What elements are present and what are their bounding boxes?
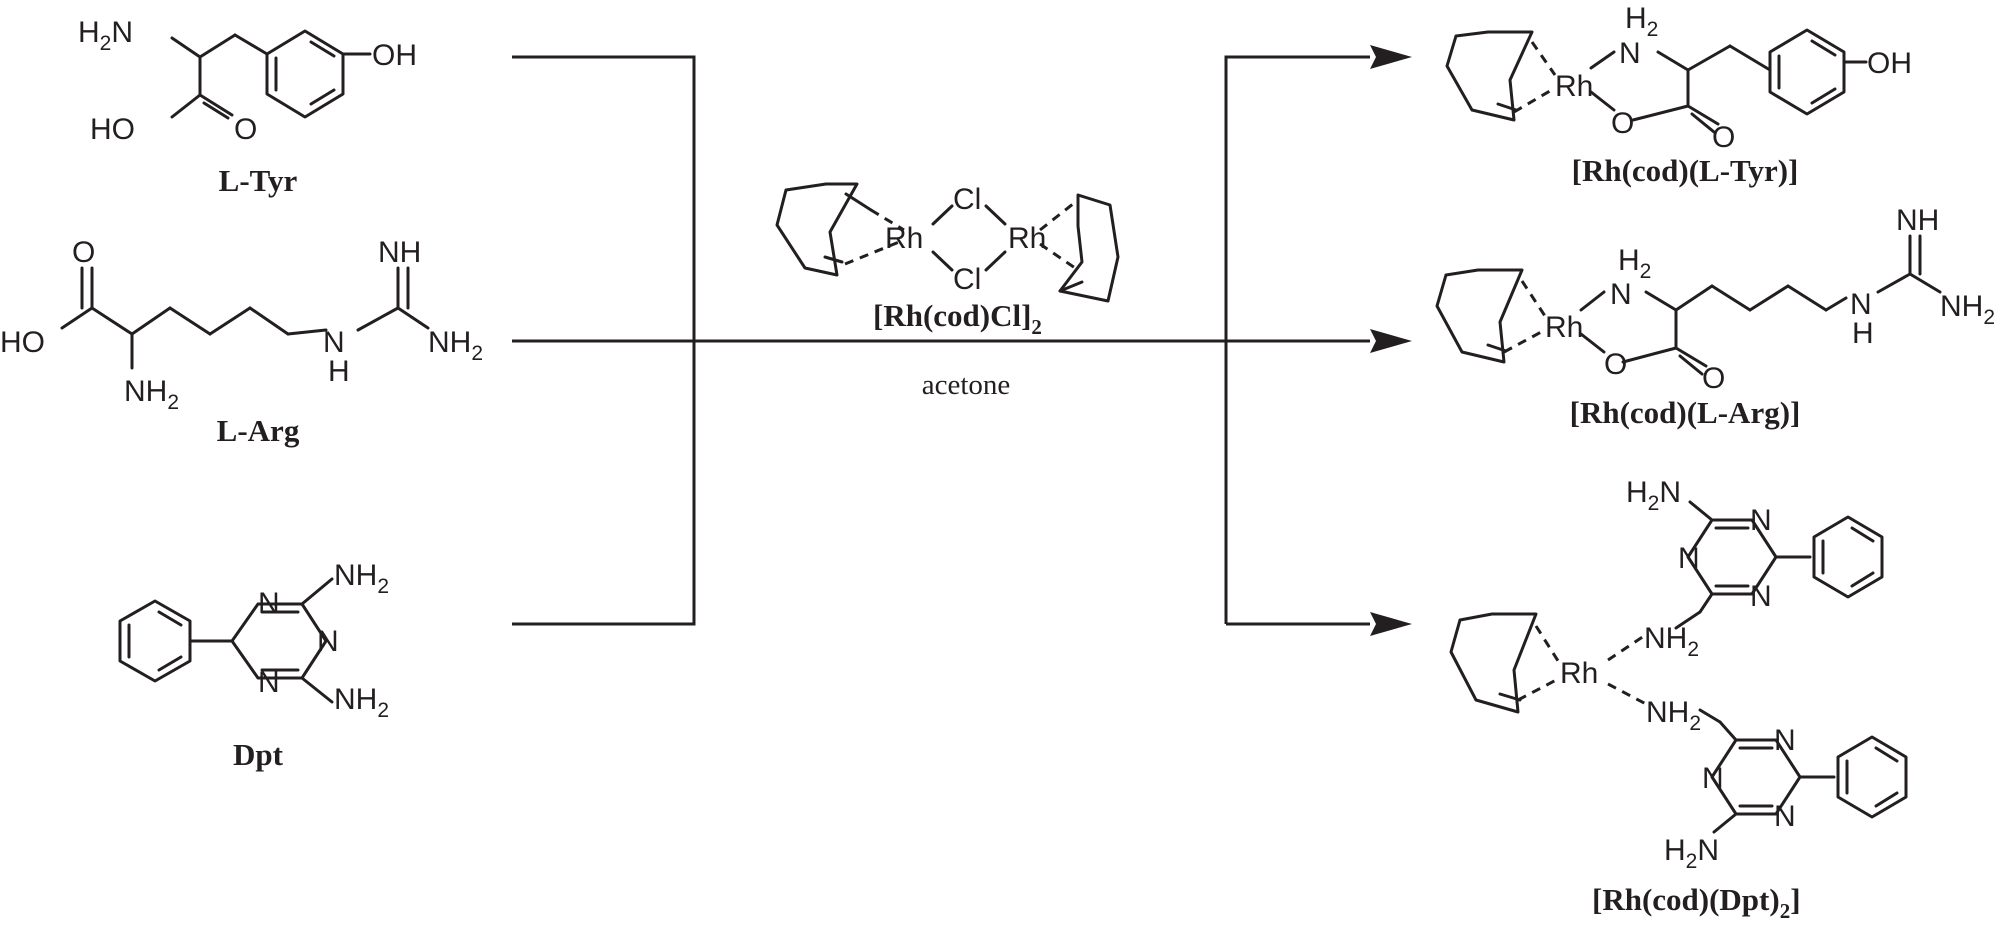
- atom-h2: H2: [1618, 244, 1651, 283]
- atom-nh2: NH2: [1940, 290, 1995, 329]
- atom-o: O: [1702, 362, 1725, 395]
- atom-n: N: [258, 587, 280, 620]
- atom-n: N: [1850, 288, 1872, 321]
- product-rh-cod-l-tyr-structure: Rh H2 N O O OH: [1445, 2, 1912, 154]
- atom-rh: Rh: [1008, 222, 1046, 255]
- reaction-connectors: [512, 55, 1370, 626]
- atom-o: O: [72, 236, 95, 269]
- atom-rh: Rh: [885, 222, 923, 255]
- atom-n: N: [1619, 37, 1641, 70]
- atom-nh: NH: [378, 236, 421, 269]
- reagent-rh-cod-cl-dimer: Rh Cl Cl Rh: [775, 182, 1120, 303]
- atom-h2n: H2N: [1626, 476, 1681, 515]
- label-l-tyr: L-Tyr: [219, 163, 298, 198]
- atom-o: O: [1604, 348, 1627, 381]
- atom-nh2: NH2: [124, 375, 179, 414]
- atom-o: O: [1611, 107, 1634, 140]
- atom-n: N: [1774, 800, 1796, 833]
- atom-nh2: NH2: [428, 326, 483, 365]
- arrowhead-product-3: [1370, 612, 1412, 636]
- atom-n: N: [1774, 724, 1796, 757]
- atom-cl: Cl: [953, 263, 981, 296]
- label-rh-cod-cl-2: [Rh(cod)Cl]2: [873, 298, 1042, 339]
- atom-h2n: H2N: [1664, 834, 1719, 873]
- atom-rh: Rh: [1545, 311, 1583, 344]
- atom-h: H: [328, 355, 350, 388]
- atom-n: N: [1610, 278, 1632, 311]
- atom-ho: HO: [90, 113, 135, 146]
- label-rh-cod-l-tyr: [Rh(cod)(L-Tyr)]: [1572, 153, 1799, 188]
- atom-nh2: NH2: [1644, 622, 1699, 661]
- atom-n: N: [1678, 542, 1700, 575]
- atom-rh: Rh: [1560, 657, 1598, 690]
- atom-nh2: NH2: [1646, 696, 1701, 735]
- arrowhead-product-1: [1370, 45, 1412, 69]
- atom-n: N: [1702, 762, 1724, 795]
- atom-nh2: NH2: [334, 683, 389, 722]
- reactant-l-tyr-structure: OH H2N HO O: [78, 16, 417, 146]
- reactant-dpt-structure: N N N NH2 NH2: [118, 559, 389, 722]
- label-dpt: Dpt: [233, 737, 284, 772]
- atom-o: O: [1712, 121, 1735, 154]
- atom-o: O: [234, 113, 257, 146]
- atom-h: H: [1852, 317, 1874, 350]
- product-rh-cod-l-arg-structure: Rh H2 N O O N H NH NH2: [1435, 204, 1995, 395]
- label-l-arg: L-Arg: [217, 413, 300, 448]
- atom-h2: H2: [1625, 2, 1658, 41]
- atom-h2n: H2N: [78, 16, 133, 55]
- atom-n: N: [317, 625, 339, 658]
- condition-solvent: acetone: [922, 369, 1011, 401]
- label-rh-cod-dpt-2: [Rh(cod)(Dpt)2]: [1592, 882, 1801, 923]
- atom-n: N: [323, 326, 345, 359]
- atom-oh: OH: [1867, 47, 1912, 80]
- label-rh-cod-l-arg: [Rh(cod)(L-Arg)]: [1570, 395, 1801, 430]
- atom-rh: Rh: [1555, 70, 1593, 103]
- reactant-l-arg-structure: O HO NH2 N H NH NH2: [0, 236, 483, 414]
- atom-ho: HO: [0, 326, 45, 359]
- arrowhead-product-2: [1370, 329, 1412, 353]
- product-rh-cod-dpt2-structure: Rh NH2 NH2 H2N N N N N N N H2N: [1449, 476, 1908, 873]
- atom-nh2: NH2: [334, 559, 389, 598]
- atom-nh: NH: [1896, 204, 1939, 237]
- atom-n: N: [1750, 580, 1772, 613]
- atom-n: N: [1750, 504, 1772, 537]
- atom-cl: Cl: [953, 183, 981, 216]
- atom-n: N: [258, 666, 280, 699]
- atom-oh: OH: [372, 39, 417, 72]
